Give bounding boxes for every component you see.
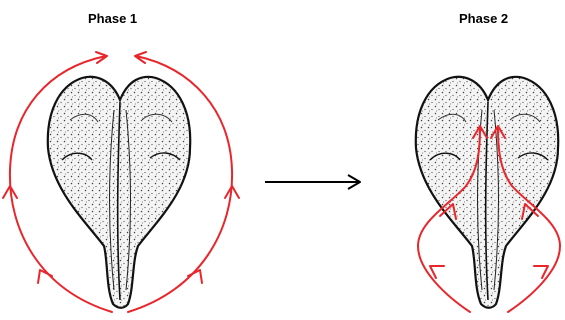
phase-2-organ: [416, 77, 558, 308]
transition-arrow: [265, 175, 360, 189]
phase-2-arrowhead: [430, 266, 444, 278]
phase-2-arrowhead: [534, 266, 548, 278]
phase-1-organ: [48, 77, 190, 308]
